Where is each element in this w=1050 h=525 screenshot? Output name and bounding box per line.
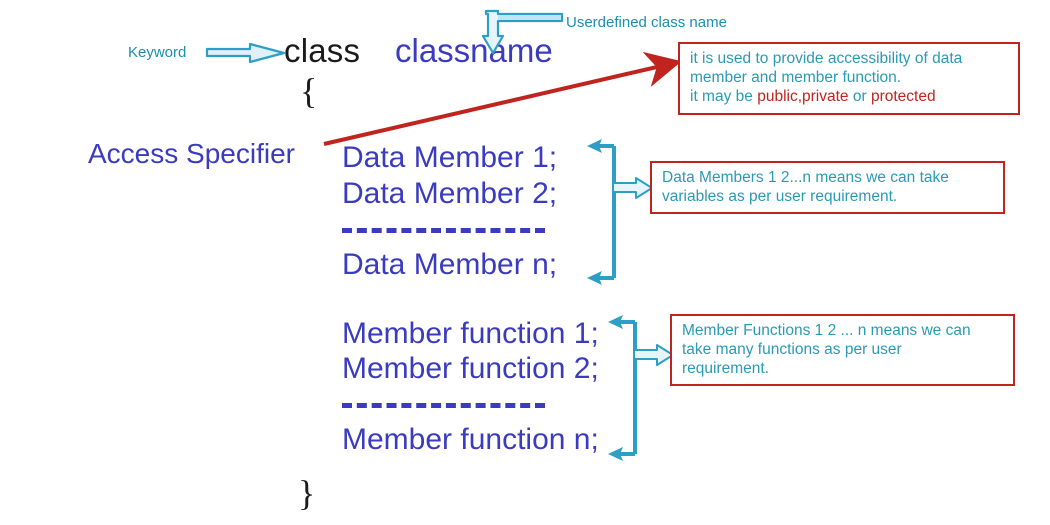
classname-annotation-label: Userdefined class name: [566, 14, 727, 31]
class-keyword: class: [284, 32, 361, 69]
close-brace: }: [298, 473, 316, 513]
keyword-protected: protected: [870, 88, 936, 105]
member-function-line: Member function 2;: [342, 352, 599, 385]
data-member-line-last: Data Member n;: [342, 248, 558, 281]
data-member-ellipsis-dashes: [342, 228, 545, 233]
note-line: it is used to provide accessibility of d…: [690, 50, 963, 67]
access-specifier-label: Access Specifier: [88, 138, 295, 169]
note-line: variables as per user requirement.: [662, 188, 898, 205]
data-members-note-box: Data Members 1 2...n means we can take v…: [650, 161, 1005, 214]
member-functions-bracket-icon: [607, 314, 647, 462]
note-line: take many functions as per user: [682, 341, 902, 358]
member-functions-pointer-icon: [633, 344, 675, 366]
data-members-bracket-icon: [586, 138, 626, 286]
keyword-public: public: [757, 88, 798, 105]
note-separator: ,: [797, 88, 803, 105]
classname-arrow-icon: [481, 9, 564, 56]
note-line: Member Functions 1 2 ... n means we can: [682, 322, 971, 339]
data-member-line: Data Member 2;: [342, 177, 558, 210]
note-line: requirement.: [682, 360, 770, 377]
data-members-pointer-icon: [612, 177, 654, 199]
access-specifier-note-box: it is used to provide accessibility of d…: [678, 42, 1020, 115]
keyword-arrow-icon: [205, 42, 286, 64]
keyword-label: Keyword: [128, 44, 187, 61]
note-line: Data Members 1 2...n means we can take: [662, 169, 949, 186]
keyword-private: private: [802, 88, 849, 105]
note-text-prefix: it may be: [690, 88, 758, 105]
note-line-mixed: it may be public,private or protected: [690, 87, 1010, 106]
data-member-line: Data Member 1;: [342, 141, 558, 174]
access-specifier-arrow-icon: [318, 51, 688, 152]
member-function-line-last: Member function n;: [342, 423, 599, 456]
member-function-ellipsis-dashes: [342, 403, 545, 408]
class-name: classname: [395, 32, 553, 69]
note-text-mid: or: [848, 88, 871, 105]
open-brace: {: [300, 71, 318, 111]
member-function-line: Member function 1;: [342, 317, 599, 350]
member-functions-note-box: Member Functions 1 2 ... n means we can …: [670, 314, 1015, 386]
note-line: member and member function.: [690, 69, 902, 86]
